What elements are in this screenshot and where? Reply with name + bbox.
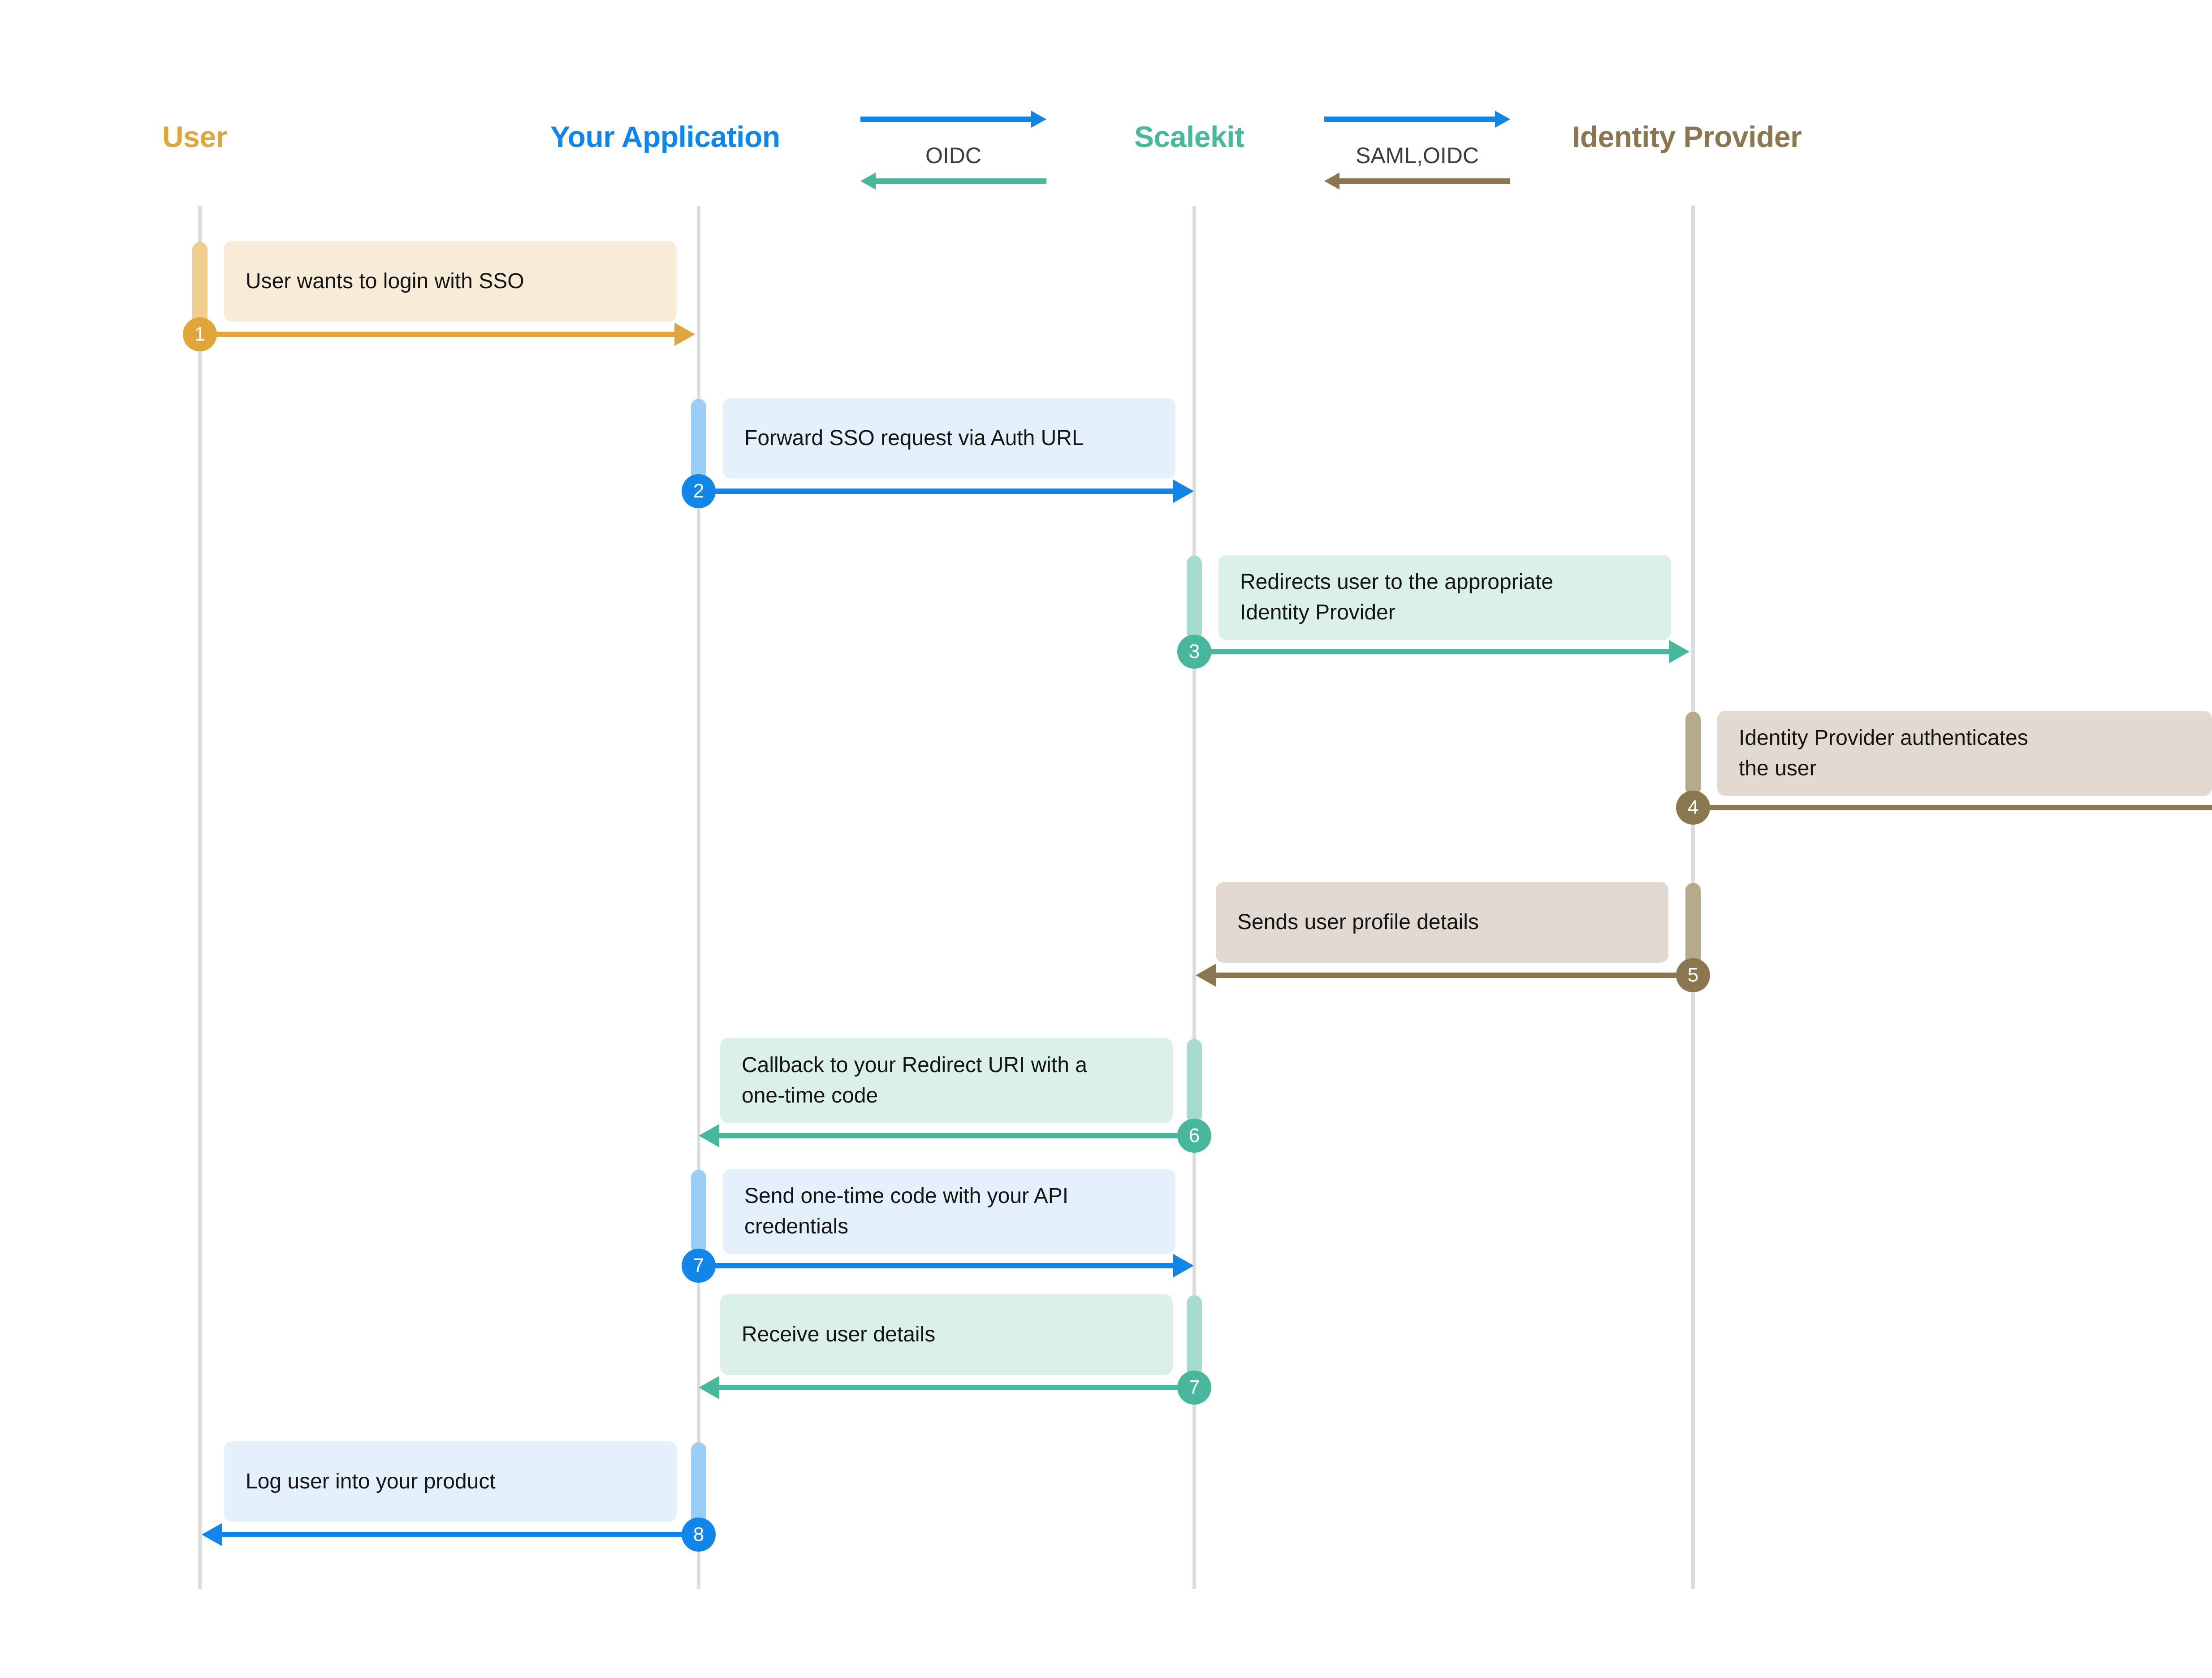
step-badge-4[interactable]: 4 [1676, 791, 1710, 825]
message-arrow-step-8 [202, 1523, 697, 1546]
legend-saml-oidc-label: SAML,OIDC [1355, 143, 1479, 168]
legend-oidc-response-arrow [860, 173, 1046, 190]
step-badge-3[interactable]: 3 [1177, 635, 1211, 669]
message-box-step-7a: Send one-time code with your API credent… [723, 1169, 1175, 1254]
message-arrow-step-7a [699, 1254, 1194, 1277]
activation-step-6 [1187, 1039, 1202, 1123]
legend-saml-oidc-response-arrow [1324, 173, 1510, 190]
activation-step-2 [691, 399, 706, 483]
step-badge-7a[interactable]: 7 [682, 1249, 716, 1283]
step-badge-7b[interactable]: 7 [1177, 1371, 1211, 1405]
participant-label-user: User [162, 120, 227, 153]
message-text-step-5: Sends user profile details [1237, 910, 1479, 934]
message-box-step-2: Forward SSO request via Auth URL [723, 398, 1175, 479]
message-text-step-8: Log user into your product [246, 1469, 496, 1493]
legend-oidc-request-arrow [860, 111, 1046, 128]
lifeline-user [198, 206, 202, 1589]
message-arrow-step-1 [200, 323, 695, 346]
participant-label-scalekit: Scalekit [1134, 120, 1244, 153]
step-badge-6[interactable]: 6 [1177, 1119, 1211, 1153]
activation-step-7a [691, 1170, 706, 1254]
activation-step-1 [192, 242, 207, 326]
message-text-step-7a: Send one-time code with your API credent… [744, 1184, 1069, 1238]
message-arrow-step-2 [699, 480, 1194, 503]
message-box-step-1: User wants to login with SSO [224, 241, 677, 322]
step-badge-5[interactable]: 5 [1676, 958, 1710, 992]
message-arrow-step-4 [1693, 805, 2212, 810]
step-badge-8[interactable]: 8 [682, 1518, 716, 1552]
message-box-step-8: Log user into your product [224, 1441, 677, 1522]
message-arrow-step-7b [699, 1376, 1190, 1399]
message-box-step-7b: Receive user details [720, 1294, 1173, 1375]
legend-oidc-label: OIDC [925, 143, 981, 168]
message-text-step-7b: Receive user details [742, 1322, 936, 1346]
participant-label-your-application: Your Application [550, 120, 780, 153]
activation-step-4 [1685, 712, 1701, 796]
message-arrow-step-3 [1194, 640, 1689, 663]
message-text-step-6: Callback to your Redirect URI with a one… [742, 1053, 1087, 1107]
message-box-step-5: Sends user profile details [1216, 882, 1668, 963]
activation-step-7b [1187, 1295, 1202, 1380]
activation-step-8 [691, 1442, 706, 1527]
activation-step-3 [1187, 556, 1202, 640]
legend-saml-oidc-request-arrow [1324, 111, 1510, 128]
message-box-step-3: Redirects user to the appropriate Identi… [1218, 555, 1671, 640]
message-text-step-3: Redirects user to the appropriate Identi… [1240, 570, 1554, 624]
message-box-step-4: Identity Provider authenticates the user [1717, 711, 2212, 796]
message-arrow-step-6 [699, 1124, 1190, 1147]
step-badge-2[interactable]: 2 [682, 474, 716, 508]
lifeline-scalekit [1192, 206, 1196, 1589]
message-text-step-1: User wants to login with SSO [246, 269, 524, 293]
message-text-step-2: Forward SSO request via Auth URL [744, 426, 1084, 450]
message-text-step-4: Identity Provider authenticates the user [1739, 726, 2028, 780]
activation-step-5 [1685, 883, 1701, 967]
participant-label-identity-provider: Identity Provider [1572, 120, 1802, 153]
message-box-step-6: Callback to your Redirect URI with a one… [720, 1038, 1173, 1123]
message-arrow-step-5 [1196, 964, 1689, 987]
lifeline-app [697, 206, 700, 1589]
step-badge-1[interactable]: 1 [183, 317, 217, 351]
